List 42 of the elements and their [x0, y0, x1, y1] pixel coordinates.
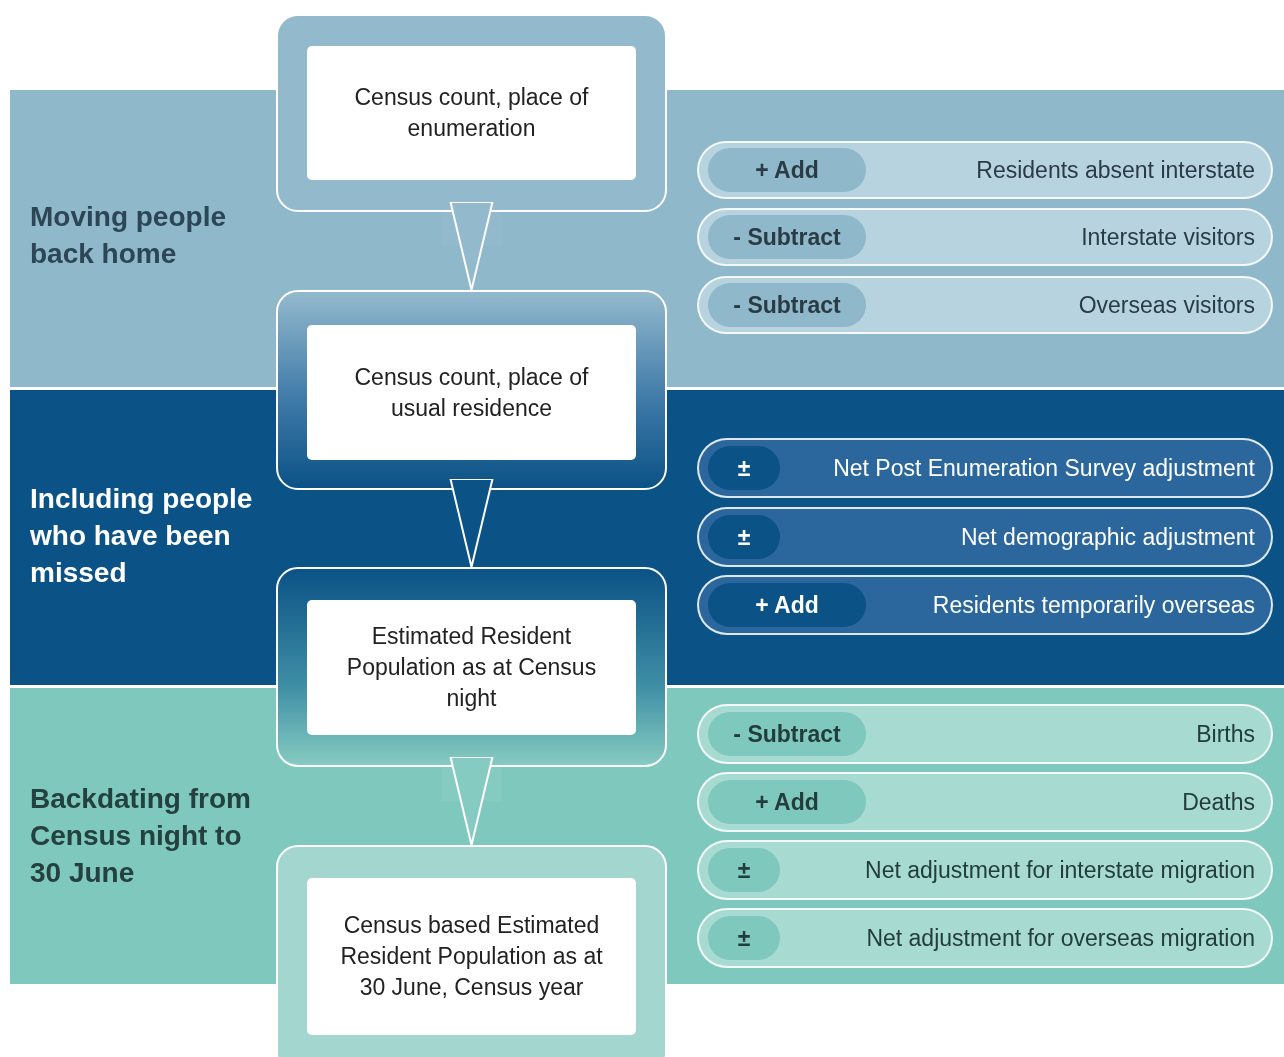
operation-badge: ±: [708, 848, 780, 892]
operation-badge: - Subtract: [708, 215, 866, 259]
down-arrow: [441, 756, 502, 846]
adjustment-label: Overseas visitors: [1078, 291, 1255, 319]
adjustment-label: Deaths: [1182, 788, 1255, 816]
adjustment-label: Net Post Enumeration Survey adjustment: [833, 454, 1255, 482]
operation-badge: + Add: [708, 148, 866, 192]
step-text: Census count, place of usual residence: [353, 362, 590, 423]
adjustment-label: Net adjustment for overseas migration: [866, 924, 1255, 952]
step-frame: [276, 14, 667, 212]
adjustment-label: Residents absent interstate: [976, 156, 1255, 184]
adjustment-label: Residents temporarily overseas: [932, 591, 1255, 619]
adjustment-label: Net adjustment for interstate migration: [865, 856, 1255, 884]
operation-badge: ±: [708, 446, 780, 490]
adjustment-label: Net demographic adjustment: [960, 523, 1255, 551]
section-heading: Backdating from Census night to 30 June: [30, 782, 252, 890]
step-text: Census based Estimated Resident Population as at 30 June, Census year: [339, 911, 604, 1002]
adjustment-pill: [697, 704, 1273, 764]
section-heading: Moving people back home: [30, 200, 227, 271]
step-text: Estimated Resident Population as at Census night: [345, 622, 598, 713]
step-frame: [276, 567, 667, 767]
adjustment-pill: [697, 276, 1273, 334]
operation-badge: - Subtract: [708, 283, 866, 327]
adjustment-pill: [697, 908, 1273, 968]
adjustment-pill: [697, 507, 1273, 567]
operation-badge: + Add: [708, 583, 866, 627]
adjustment-pill: [697, 208, 1273, 266]
operation-badge: + Add: [708, 780, 866, 824]
operation-badge: - Subtract: [708, 712, 866, 756]
step-frame: [276, 290, 667, 490]
step-text: Census count, place of enumeration: [353, 83, 590, 143]
step-frame: [276, 845, 667, 1057]
adjustment-label: Interstate visitors: [1081, 223, 1255, 251]
section-heading: Including people who have been missed: [30, 482, 254, 590]
adjustment-label: Births: [1196, 720, 1255, 748]
adjustment-pill: [697, 840, 1273, 900]
adjustment-pill: [697, 438, 1273, 498]
operation-badge: ±: [708, 515, 780, 559]
adjustment-pill: [697, 141, 1273, 199]
operation-badge: ±: [708, 916, 780, 960]
adjustment-pill: [697, 772, 1273, 832]
adjustment-pill: [697, 575, 1273, 635]
